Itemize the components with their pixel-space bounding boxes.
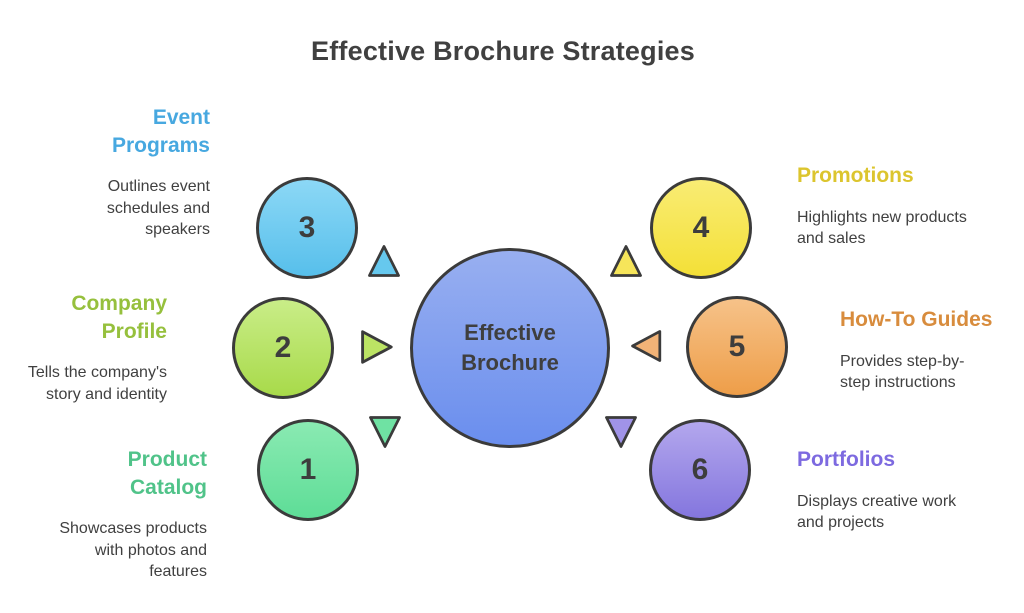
item-heading-company-profile: Company Profile (71, 292, 167, 343)
circle-number: 4 (692, 211, 710, 244)
circle-number: 1 (299, 453, 317, 486)
item-description-how-to-guides: Provides step-by-step instructions (840, 352, 965, 391)
center-circle: Effective Brochure (410, 248, 610, 448)
triangle-down-icon (365, 412, 405, 452)
circle-badge-2: 2 (232, 297, 334, 399)
center-circle-label: Effective Brochure (461, 320, 559, 375)
circle-badge-5: 5 (686, 296, 788, 398)
circle-number: 6 (691, 453, 709, 486)
triangle-left-icon (627, 326, 669, 366)
item-heading-product-catalog: Product Catalog (127, 448, 207, 499)
triangle-right-icon (353, 326, 397, 368)
circle-number: 3 (298, 211, 316, 244)
item-heading-portfolios: Portfolios (797, 448, 895, 471)
item-description-portfolios: Displays creative work and projects (797, 492, 957, 531)
item-heading-how-to-guides: How-To Guides (840, 308, 993, 331)
item-block-how-to-guides: How-To Guides Provides step-by-step inst… (840, 306, 993, 393)
diagram-title: Effective Brochure Strategies (311, 36, 695, 66)
triangle-up-icon (606, 241, 646, 281)
item-description-product-catalog: Showcases products with photos and featu… (59, 520, 207, 580)
triangle-down-icon (601, 412, 641, 452)
item-description-promotions: Highlights new products and sales (797, 208, 967, 247)
item-heading-promotions: Promotions (797, 164, 914, 187)
item-description-company-profile: Tells the company's story and identity (27, 364, 167, 403)
item-description-event-programs: Outlines event schedules and speakers (106, 178, 210, 238)
item-block-product-catalog: Product Catalog Showcases products with … (35, 446, 207, 582)
item-heading-event-programs: Event Programs (111, 106, 210, 157)
circle-badge-3: 3 (256, 177, 358, 279)
item-block-promotions: Promotions Highlights new products and s… (797, 162, 967, 249)
triangle-up-icon (364, 241, 404, 281)
circle-badge-4: 4 (650, 177, 752, 279)
circle-badge-6: 6 (649, 419, 751, 521)
circle-number: 2 (274, 331, 292, 364)
item-block-company-profile: Company Profile Tells the company's stor… (15, 290, 167, 405)
item-block-portfolios: Portfolios Displays creative work and pr… (797, 446, 957, 533)
circle-number: 5 (728, 330, 746, 363)
circle-badge-1: 1 (257, 419, 359, 521)
item-block-event-programs: Event Programs Outlines event schedules … (78, 104, 210, 240)
